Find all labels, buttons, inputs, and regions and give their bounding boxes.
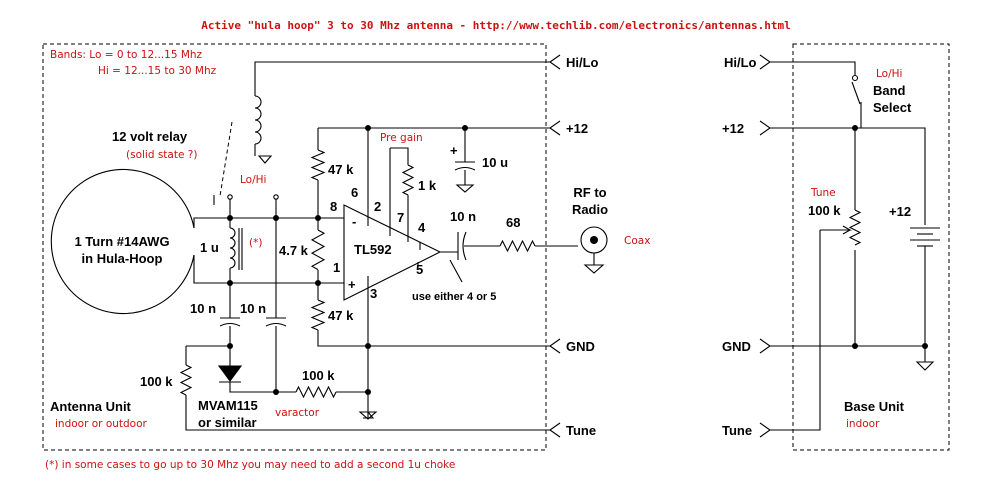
capacitor-10n-left: [219, 317, 241, 346]
loop-label-2: in Hula-Hoop: [82, 251, 163, 266]
res-4k7-label: 4.7 k: [279, 243, 309, 258]
output-network: [457, 226, 608, 274]
pin-4: 4: [418, 220, 426, 235]
rf-label-1: RF to: [573, 185, 606, 200]
res-1k-label: 1 k: [418, 178, 437, 193]
capacitor-10u: [454, 128, 476, 193]
opamp-tl592: [343, 128, 463, 420]
relay-note: (solid state ?): [126, 149, 197, 161]
loop-label-1: 1 Turn #14AWG: [74, 234, 169, 249]
junction: [315, 215, 321, 221]
pot-label: 100 k: [808, 203, 841, 218]
res-47k-bottom-label: 47 k: [328, 308, 354, 323]
pin-note: use either 4 or 5: [412, 291, 496, 303]
junction: [852, 125, 858, 131]
relay-label: 12 volt relay: [112, 129, 188, 144]
antenna-unit-label: Antenna Unit: [50, 399, 132, 414]
tune-note: Tune: [810, 187, 836, 199]
pin-2: 2: [374, 199, 381, 214]
connector-tune: Tune: [566, 423, 596, 438]
res-100k-left-label: 100 k: [140, 374, 173, 389]
coax-label: Coax: [624, 235, 650, 247]
pin-3: 3: [370, 286, 377, 301]
pin-5: 5: [416, 262, 423, 277]
relay-switch-label: Lo/Hi: [240, 174, 266, 186]
base-gnd: GND: [722, 339, 751, 354]
varactor-label-2: or similar: [198, 415, 257, 430]
antenna-unit-sublabel: indoor or outdoor: [55, 418, 148, 430]
res-68-label: 68: [506, 215, 520, 230]
band-select-label-2: Select: [873, 100, 912, 115]
connector-hilo: Hi/Lo: [566, 55, 599, 70]
resistor-4k7: [310, 229, 326, 271]
junction: [227, 343, 233, 349]
varactor-label-1: MVAM115: [198, 398, 258, 413]
junction: [315, 280, 321, 286]
choke-label: 1 u: [200, 240, 219, 255]
cap-10u-plus: +: [450, 143, 458, 158]
band-select-label-1: Band: [873, 83, 906, 98]
res-100k-mid-label: 100 k: [302, 368, 335, 383]
pin-plus: +: [348, 277, 356, 292]
junction: [462, 125, 468, 131]
resistor-47k-top: [310, 149, 326, 181]
pin-7: 7: [397, 210, 404, 225]
base-hilo: Hi/Lo: [724, 55, 757, 70]
base-unit-wiring: [759, 54, 940, 438]
loop-antenna: [50, 168, 230, 315]
junction: [922, 343, 928, 349]
bands-line-2: Hi = 12...15 to 30 Mhz: [98, 65, 217, 77]
capacitor-10n-right: [265, 317, 287, 392]
band-switch-contacts: [213, 194, 279, 218]
footnote: (*) in some cases to go up to 30 Mhz you…: [45, 459, 455, 471]
cap-10n-right-label: 10 n: [240, 301, 266, 316]
junction: [852, 343, 858, 349]
relay-coil: [219, 61, 550, 197]
junction: [365, 343, 371, 349]
pin-minus: -: [352, 214, 356, 229]
connector-gnd: GND: [566, 339, 595, 354]
pin-8: 8: [330, 199, 337, 214]
resistor-47k-bottom: [310, 299, 326, 331]
cap-out-label: 10 n: [450, 209, 476, 224]
page-title: Active "hula hoop" 3 to 30 Mhz antenna -…: [201, 19, 790, 32]
connector-12v: +12: [566, 121, 588, 136]
opamp-label: TL592: [354, 242, 392, 257]
cap-10u-label: 10 u: [482, 155, 508, 170]
base-12v: +12: [722, 121, 744, 136]
junction: [227, 215, 233, 221]
junction: [227, 280, 233, 286]
base-tune: Tune: [722, 423, 752, 438]
cap-10n-left-label: 10 n: [190, 301, 216, 316]
junction: [365, 125, 371, 131]
base-switch-label: Lo/Hi: [876, 68, 902, 80]
base-unit-box: [792, 43, 950, 451]
pin-1: 1: [333, 260, 340, 275]
antenna-unit-connectors: [549, 54, 561, 438]
bands-line-1: Bands: Lo = 0 to 12...15 Mhz: [50, 49, 203, 61]
varactor-note: varactor: [275, 407, 320, 419]
pin-6: 6: [351, 185, 358, 200]
res-47k-top-label: 47 k: [328, 162, 354, 177]
base-unit-label: Base Unit: [844, 399, 905, 414]
junction: [273, 389, 279, 395]
rf-label-2: Radio: [572, 202, 608, 217]
choke-note: (*): [249, 237, 262, 249]
choke-1u: [229, 218, 243, 283]
base-unit-sublabel: indoor: [846, 418, 880, 430]
battery-label: +12: [889, 204, 911, 219]
junction: [273, 215, 279, 221]
pre-gain-label: Pre gain: [380, 132, 423, 144]
